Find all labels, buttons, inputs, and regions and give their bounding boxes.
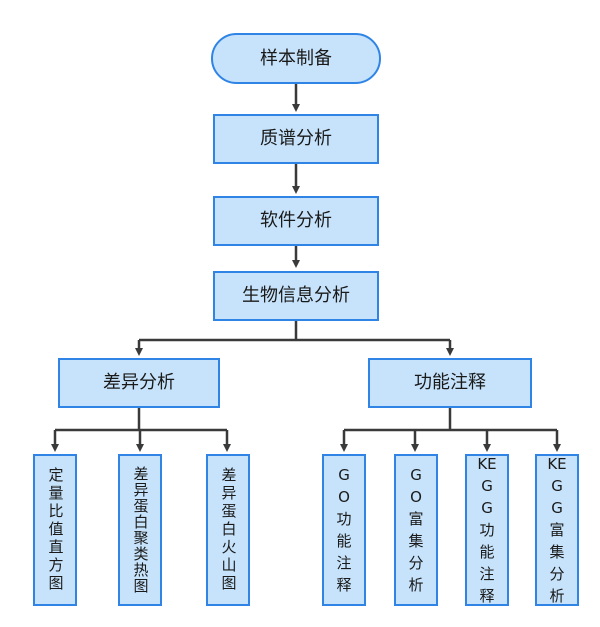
node-label: 质谱分析 [260, 128, 332, 149]
node-mass-spec: 质谱分析 [213, 114, 379, 164]
node-go-enrich: GO富集分析 [394, 454, 438, 606]
node-kegg-func: KEGG功能注释 [465, 454, 509, 606]
node-label: 软件分析 [260, 210, 332, 231]
node-bioinfo: 生物信息分析 [213, 271, 379, 321]
node-label: 定量比值直方图 [46, 467, 65, 593]
node-func-annotation: 功能注释 [368, 358, 532, 408]
node-label: GO功能注释 [336, 466, 352, 594]
node-diff-analysis: 差异分析 [58, 358, 220, 408]
node-go-func: GO功能注释 [322, 454, 366, 606]
node-quant-hist: 定量比值直方图 [33, 454, 77, 606]
node-label: 差异分析 [103, 372, 175, 393]
node-label: 差异蛋白火山图 [219, 467, 238, 593]
node-kegg-enrich: KEGG富集分析 [535, 454, 579, 606]
node-label: KEGG功能注释 [477, 455, 497, 605]
node-heatmap: 差异蛋白聚类热图 [118, 454, 162, 606]
node-label: 差异蛋白聚类热图 [131, 466, 150, 594]
node-label: 样本制备 [260, 47, 332, 69]
node-label: 生物信息分析 [242, 285, 350, 306]
node-label: KEGG富集分析 [547, 455, 567, 605]
node-label: 功能注释 [414, 372, 486, 393]
node-software: 软件分析 [213, 196, 379, 246]
node-volcano: 差异蛋白火山图 [206, 454, 250, 606]
node-label: GO富集分析 [408, 466, 424, 594]
node-sample-prep: 样本制备 [211, 33, 381, 84]
